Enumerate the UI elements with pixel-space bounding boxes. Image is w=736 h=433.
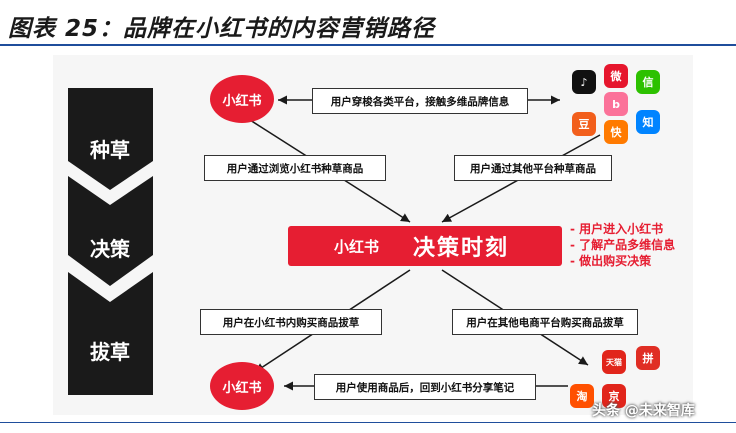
box-upper-right: 用户通过其他平台种草商品 xyxy=(454,155,612,181)
page-title: 图表 25：品牌在小红书的内容营销路径 xyxy=(8,16,436,42)
taobao-icon: 淘 xyxy=(570,384,594,408)
decision-bullets: - 用户进入小红书 - 了解产品多维信息 - 做出购买决策 xyxy=(570,221,675,269)
stage-label-juece: 决策 xyxy=(90,237,130,261)
wechat-icon: 信 xyxy=(636,70,660,94)
box-upper-left: 用户通过浏览小红书种草商品 xyxy=(204,155,386,181)
tmall-icon: 天猫 xyxy=(602,350,626,374)
chevron-bacao xyxy=(68,272,153,395)
box-bottom-center: 用户使用商品后，回到小红书分享笔记 xyxy=(314,374,536,400)
chevron-juece xyxy=(68,176,153,286)
xhs-logo-bottom: 小红书 xyxy=(210,362,274,410)
decision-moment-bar: 小红书 决策时刻 xyxy=(288,226,562,266)
watermark: 头条 @未来智库 xyxy=(592,403,695,419)
box-lower-left: 用户在小红书内购买商品拔草 xyxy=(200,309,382,335)
pinduoduo-icon: 拼 xyxy=(636,346,660,370)
decision-label: 决策时刻 xyxy=(413,236,510,261)
jd-icon: 京 xyxy=(602,384,626,408)
bullet-item: - 做出购买决策 xyxy=(570,254,652,268)
kuaishou-icon: 快 xyxy=(604,120,628,144)
stage-label-bacao: 拔草 xyxy=(90,340,130,364)
xhs-logo-top: 小红书 xyxy=(210,75,274,123)
tiktok-icon: ♪ xyxy=(572,70,596,94)
decision-xhs-logo: 小红书 xyxy=(334,237,380,256)
box-lower-right: 用户在其他电商平台购买商品拔草 xyxy=(452,309,638,335)
weibo-icon: 微 xyxy=(604,64,628,88)
douban-icon: 豆 xyxy=(572,112,596,136)
box-top-center: 用户穿梭各类平台，接触多维品牌信息 xyxy=(312,88,528,114)
bullet-item: - 用户进入小红书 xyxy=(570,222,664,236)
chevron-zhongcao xyxy=(68,88,153,190)
zhihu-icon: 知 xyxy=(636,110,660,134)
bottom-rule xyxy=(0,422,736,423)
bilibili-icon: b xyxy=(604,92,628,116)
title-rule xyxy=(0,44,736,46)
bullet-item: - 了解产品多维信息 xyxy=(570,238,676,252)
stage-label-zhongcao: 种草 xyxy=(90,138,130,162)
